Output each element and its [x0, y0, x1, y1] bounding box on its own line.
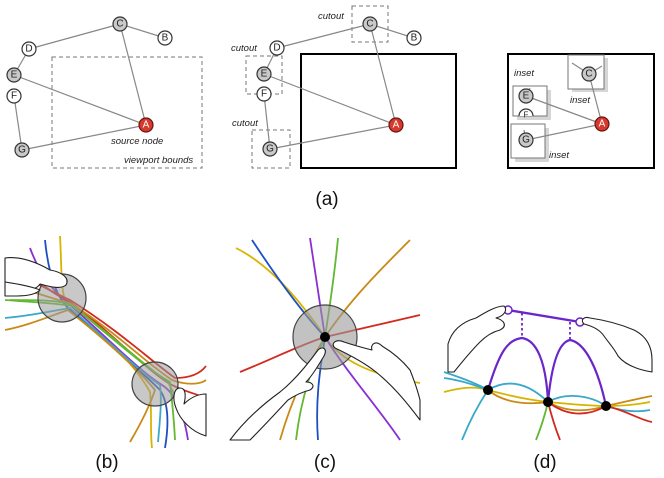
panel-a-graph-overview: C B D E F G A source node viewport bound… [6, 16, 203, 169]
cutout-label-e: cutout [231, 43, 257, 54]
node-g-label: G [18, 145, 26, 156]
node-f-label: F [261, 89, 267, 100]
node-c-label: C [116, 19, 123, 30]
inset-label-g: inset [549, 150, 569, 161]
node-e-label: E [523, 91, 530, 102]
source-node-label: source node [111, 136, 163, 147]
node-a-label: A [143, 120, 150, 131]
node-f: F [6, 88, 22, 104]
node-b: B [406, 30, 422, 46]
node-d-label: D [25, 44, 32, 55]
inset-label-e: inset [514, 68, 534, 79]
node-e: E [256, 66, 272, 82]
edge-e-a [263, 73, 397, 126]
hand-left-top-finger [4, 281, 41, 297]
node-a: A [388, 117, 404, 133]
node-c: C [581, 66, 597, 82]
panel-d-bring-neighbors [443, 305, 653, 441]
hand-right-d [581, 316, 653, 373]
node-e-label: E [261, 69, 268, 80]
node-f-label: F [11, 91, 17, 102]
caption-b: (b) [95, 452, 118, 473]
panel-c-node-pinch [229, 237, 421, 441]
node-e: E [518, 88, 534, 104]
node-c-label: C [366, 19, 373, 30]
caption-d: (d) [533, 452, 556, 473]
node-e: E [6, 67, 22, 83]
node-d-3 [601, 401, 611, 411]
cutout-label-c: cutout [318, 11, 344, 22]
node-c: C [112, 16, 128, 32]
node-d-label: D [273, 43, 280, 54]
node-b: B [157, 30, 173, 46]
viewport-bounds-rect [51, 56, 203, 169]
edge-c-a [119, 23, 147, 126]
panel-a-cutout-view: C B D E F G A cutout cutout cutout [231, 5, 457, 169]
cutout-label-g: cutout [232, 118, 258, 129]
node-g-label: G [522, 135, 530, 146]
node-a: A [138, 117, 154, 133]
edge-c-d [276, 23, 371, 49]
caption-c: (c) [314, 452, 336, 473]
node-a-label: A [393, 120, 400, 131]
panel-a-inset-view: C E F G A inset inset inset [507, 53, 655, 169]
node-d: D [21, 41, 37, 57]
inset-label-c: inset [570, 95, 590, 106]
edge-c-a [369, 23, 397, 126]
edge-c-b [119, 23, 166, 39]
node-g-label: G [266, 144, 274, 155]
node-a-label: A [599, 119, 606, 130]
pinched-node [320, 332, 330, 342]
panel-d-purple [486, 308, 608, 407]
cutout-box-c [351, 5, 389, 43]
node-d-2 [543, 397, 553, 407]
node-e-label: E [11, 70, 18, 81]
node-d-1 [483, 385, 493, 395]
node-g: G [518, 132, 534, 148]
hand-right-c [332, 340, 421, 421]
node-g: G [14, 142, 30, 158]
hand-left-c [229, 347, 326, 441]
edge-g-a [525, 123, 603, 141]
panel-b-bundle-pinch [4, 235, 207, 449]
edge-g-a [21, 124, 147, 151]
node-g: G [262, 141, 278, 157]
edge-g-a [269, 124, 397, 150]
hand-right-bottom [173, 387, 207, 437]
lens-bottom [131, 361, 179, 407]
node-f-label: F [524, 111, 529, 120]
edge-c-a [588, 73, 603, 125]
edge-e-a [13, 74, 147, 126]
node-c: C [362, 16, 378, 32]
edge-f-g [13, 95, 23, 151]
caption-a: (a) [315, 189, 338, 210]
edge-f-g [263, 93, 271, 150]
edge-e-a [525, 95, 603, 125]
node-d: D [269, 40, 285, 56]
edge-c-d [28, 23, 121, 50]
node-b-label: B [411, 33, 418, 44]
node-f: F [256, 86, 272, 102]
hand-left-d [447, 305, 507, 373]
viewport-rect [300, 53, 457, 169]
node-a: A [594, 116, 610, 132]
node-b-label: B [162, 33, 169, 44]
viewport-bounds-label: viewport bounds [124, 155, 193, 166]
node-c-label: C [585, 69, 592, 80]
edge-c-b [369, 23, 415, 39]
node-f-partial: F [518, 108, 534, 120]
cutout-box-g [251, 129, 291, 169]
